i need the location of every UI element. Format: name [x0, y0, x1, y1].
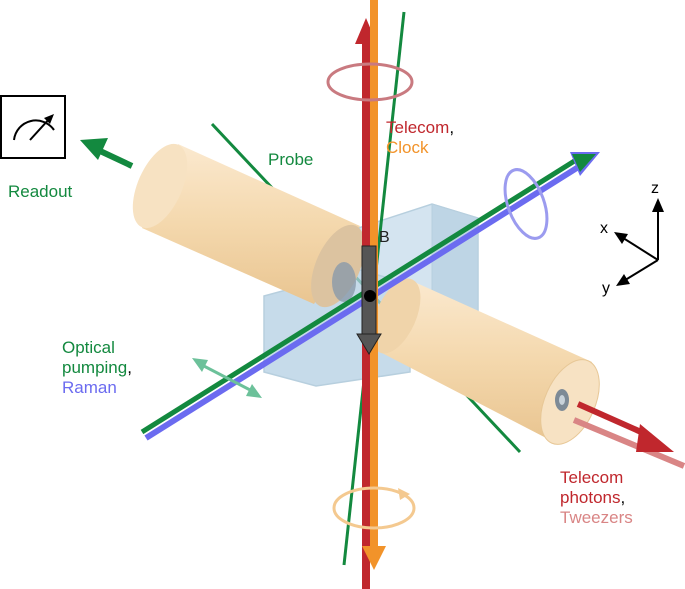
raman-polarization-loop: [503, 168, 549, 240]
telecom-label-line: Telecom,: [386, 118, 454, 138]
pumping-comma: ,: [127, 358, 132, 377]
photons-label: photons: [560, 488, 621, 507]
clock-polarization-loop: [332, 486, 416, 530]
pumping-polarization-double-arrow: [192, 358, 262, 398]
pumping-label-line: pumping,: [62, 358, 132, 378]
coordinate-axes: [614, 198, 664, 286]
photons-comma: ,: [620, 488, 626, 507]
tweezers-beam-line: [572, 417, 685, 469]
readout-arrow-line: [96, 147, 134, 169]
telecom-label: Telecom: [386, 118, 450, 137]
telecom-photons-beam-line: [576, 401, 652, 439]
upper-left-cylinder: [132, 143, 365, 308]
detector-meter-icon: [0, 95, 66, 159]
telecom-photons-label-1: Telecom: [560, 468, 624, 487]
tweezers-label: Tweezers: [560, 508, 633, 527]
telecom-polarization-loop: [326, 62, 414, 102]
readout-label: Readout: [8, 182, 73, 201]
telecom-photons-arrowhead: [636, 424, 674, 452]
raman-label: Raman: [62, 378, 117, 397]
clock-label: Clock: [386, 138, 429, 157]
pumping-label: pumping: [62, 358, 128, 377]
axis-x-label: x: [600, 220, 608, 237]
readout-arrowhead: [80, 138, 108, 160]
axis-y-label: y: [602, 280, 610, 297]
axis-z-label: z: [651, 180, 659, 197]
b-field-label: B: [379, 229, 390, 246]
probe-label: Probe: [268, 150, 314, 169]
clock-arrowhead-down: [362, 546, 386, 570]
telecom-comma: ,: [449, 118, 455, 137]
b-field-arrowhead: [356, 333, 382, 355]
optical-label: Optical: [62, 338, 115, 357]
lower-right-cylinder: [371, 278, 600, 445]
optical-pumping-beam-line: [140, 157, 578, 435]
atom-dot: [364, 290, 376, 302]
telecom-photons-label-line: photons,: [560, 488, 625, 508]
